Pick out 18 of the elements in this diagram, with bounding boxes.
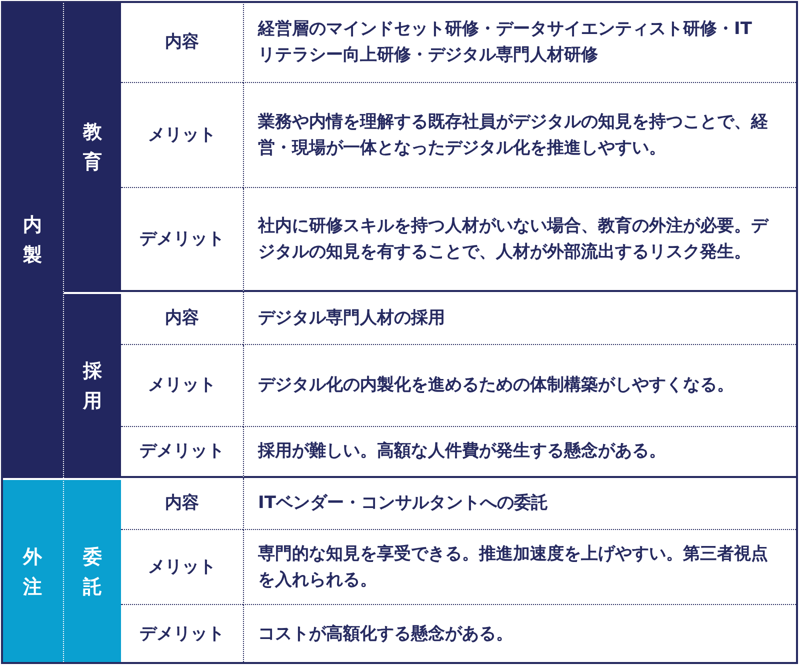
table-cell: デジタル化の内製化を進めるための体制構築がしやすくなる。 — [243, 345, 798, 427]
category-band — [2, 2, 64, 478]
category-label: 内製 — [22, 212, 42, 268]
table-cell: デジタル専門人材の採用 — [243, 292, 798, 345]
category-band — [64, 478, 121, 664]
category-label: 外注 — [22, 544, 42, 600]
table-cell: 採用が難しい。高額な人件費が発生する懸念がある。 — [243, 427, 798, 478]
table-cell: ITベンダー・コンサルタントへの委託 — [243, 478, 798, 530]
table-cell: 社内に研修スキルを持つ人材がいない場合、教育の外注が必要。デジタルの知見を有することで、人材が外部流出するリスク発生。 — [243, 188, 798, 292]
category-label: 採用 — [82, 358, 102, 414]
table-cell: 経営層のマインドセット研修・データサイエンティスト研修・IT リテラシー向上研修・デジタル専門人材研修 — [243, 2, 798, 83]
category-band — [64, 292, 121, 478]
category-band — [64, 2, 121, 292]
category-label: 教育 — [82, 120, 102, 175]
table-cell: 業務や内情を理解する既存社員がデジタルの知見を持つことで、経営・現場が一体となったデジタル化を推進しやすい。 — [243, 83, 798, 188]
table-cell: 専門的な知見を享受できる。推進加速度を上げやすい。第三者視点を入れられる。 — [243, 530, 798, 605]
category-band — [2, 478, 64, 664]
category-label: 委託 — [82, 544, 102, 600]
